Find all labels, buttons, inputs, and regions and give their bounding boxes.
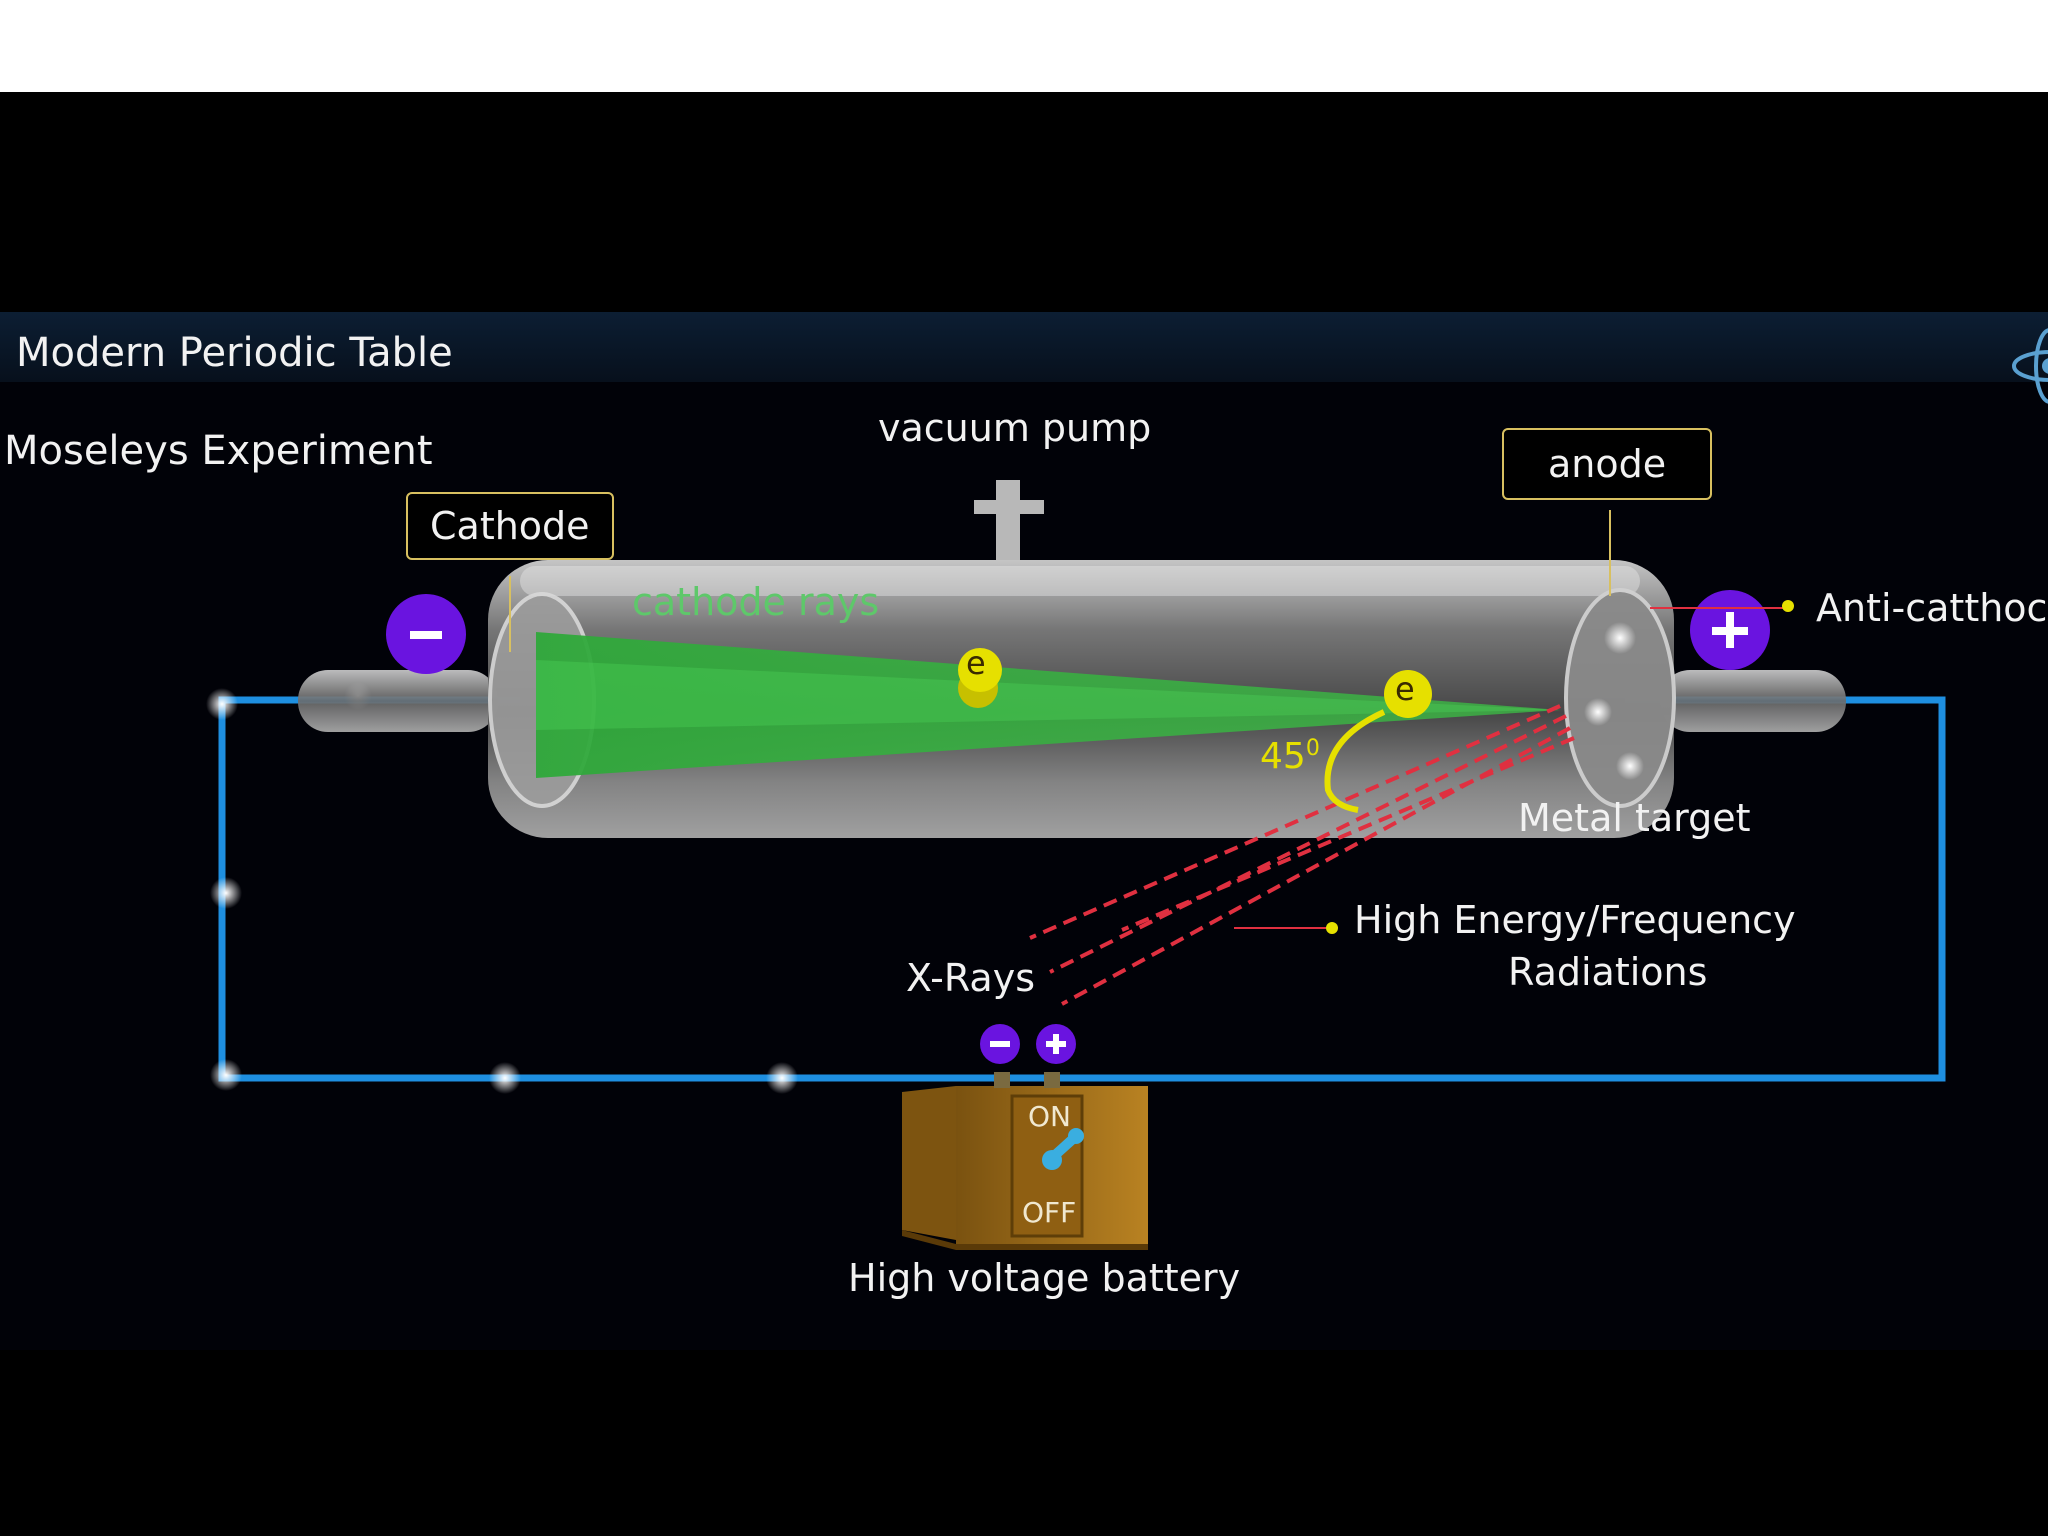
electron-1 — [958, 648, 1002, 708]
cathode-label: Cathode — [406, 492, 614, 560]
cathode-rays-beam — [536, 632, 1560, 778]
switch-on-label: ON — [1028, 1100, 1071, 1133]
metal-target-label: Metal target — [1518, 796, 1751, 840]
top-white-band — [0, 0, 2048, 92]
circuit-wire — [218, 696, 1946, 1082]
angle-value: 45 — [1260, 736, 1306, 777]
battery-label: High voltage battery — [848, 1256, 1241, 1300]
vacuum-pump-label: vacuum pump — [878, 406, 1152, 450]
vacuum-pump-stem — [974, 480, 1044, 560]
x-rays-label: X-Rays — [906, 956, 1035, 1000]
electron-1-label: e — [966, 644, 986, 682]
switch-off-label: OFF — [1022, 1196, 1077, 1229]
diagram-subtitle: Moseleys Experiment — [4, 428, 433, 474]
left-tube-neck — [298, 670, 498, 732]
angle-label: 450 — [1260, 736, 1320, 777]
x-ray-lines — [1029, 704, 1575, 1006]
right-tube-neck — [1660, 670, 1846, 732]
anode-disk — [1564, 588, 1676, 808]
anti-cathode-label: Anti-catthoc — [1816, 586, 2048, 630]
electron-2 — [1384, 670, 1432, 718]
cathode-rays-label: cathode rays — [632, 580, 880, 624]
atom-logo-icon — [2012, 328, 2048, 404]
header-bar — [0, 312, 2048, 382]
angle-unit: 0 — [1305, 736, 1320, 761]
anode-glow-points — [1584, 622, 1644, 780]
radiation-label-line1: High Energy/Frequency — [1354, 898, 1796, 942]
anode-label: anode — [1502, 428, 1713, 500]
page-title: Modern Periodic Table — [16, 330, 453, 376]
radiation-label-line2: Radiations — [1508, 950, 1708, 994]
electron-2-label: e — [1395, 670, 1415, 708]
angle-arc — [1324, 709, 1386, 813]
high-voltage-battery — [902, 1072, 1148, 1250]
